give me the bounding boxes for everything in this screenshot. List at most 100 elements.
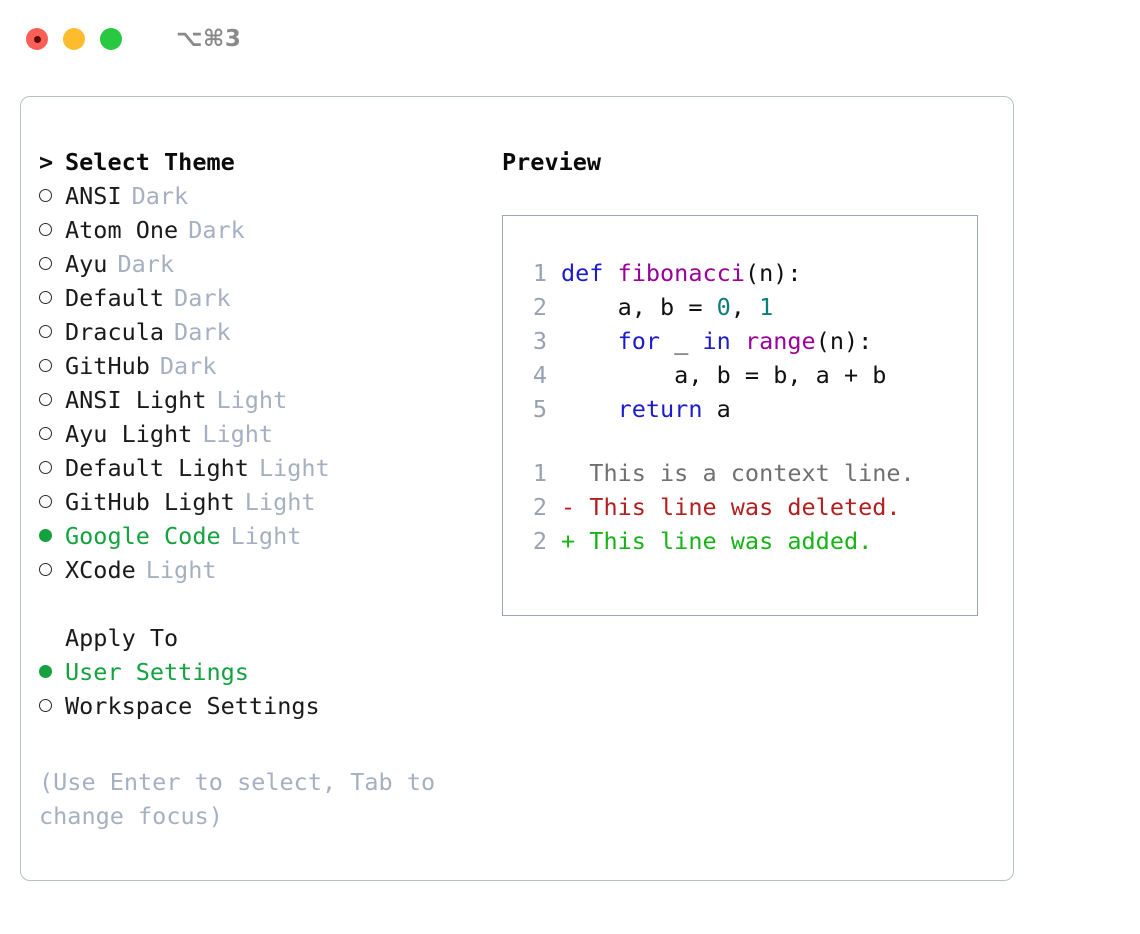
minimize-button[interactable]: [63, 28, 85, 50]
radio-unselected-icon: [39, 563, 65, 578]
radio-unselected-icon: [39, 461, 65, 476]
radio-selected-icon: [39, 665, 65, 680]
theme-variant-tag: Light: [244, 488, 316, 516]
diff-line: 2 - This line was deleted.: [517, 490, 971, 524]
code-line-text: a, b = 0, 1: [561, 290, 774, 324]
apply-to-option[interactable]: Workspace Settings: [39, 689, 479, 723]
theme-option[interactable]: GitHub Dark: [39, 349, 479, 383]
theme-option[interactable]: Default Dark: [39, 281, 479, 315]
apply-to-option[interactable]: User Settings: [39, 655, 479, 689]
code-line-text: for _ in range(n):: [561, 324, 873, 358]
diff-line-text: + This line was added.: [561, 527, 873, 555]
preview-title: Preview: [502, 148, 602, 176]
line-number: 4: [532, 361, 547, 389]
theme-variant-tag: Light: [230, 522, 302, 550]
code-line: 2 a, b = 0, 1: [517, 290, 971, 324]
radio-unselected-icon: [39, 495, 52, 508]
code-token: return: [617, 395, 703, 423]
theme-option[interactable]: Ayu Dark: [39, 247, 479, 281]
radio-unselected-icon: [39, 359, 65, 374]
radio-unselected-icon: [39, 325, 65, 340]
radio-unselected-icon: [39, 257, 52, 270]
apply-to-option-label: Workspace Settings: [65, 692, 320, 720]
radio-selected-icon: [39, 529, 52, 542]
radio-unselected-icon: [39, 699, 52, 712]
radio-unselected-icon: [39, 563, 52, 576]
title-bar: ⌥⌘3: [0, 0, 1140, 78]
radio-unselected-icon: [39, 189, 65, 204]
theme-option-label: Atom One: [65, 216, 179, 244]
theme-option-label: Default Light: [65, 454, 249, 482]
code-line: 3 for _ in range(n):: [517, 324, 971, 358]
code-token: 1: [759, 293, 774, 321]
line-number: 5: [532, 395, 547, 423]
code-token: a, b =: [561, 293, 717, 321]
theme-variant-tag: Dark: [159, 352, 217, 380]
code-token: a: [702, 395, 731, 423]
radio-unselected-icon: [39, 461, 52, 474]
select-theme-label: Select Theme: [65, 148, 235, 176]
theme-variant-tag: Dark: [131, 182, 189, 210]
theme-variant-tag: Dark: [117, 250, 175, 278]
theme-option-label: XCode: [65, 556, 136, 584]
radio-unselected-icon: [39, 699, 65, 714]
radio-unselected-icon: [39, 291, 52, 304]
close-button[interactable]: [26, 28, 48, 50]
theme-option-label: Ayu: [65, 250, 108, 278]
theme-option[interactable]: XCode Light: [39, 553, 479, 587]
line-number: 2: [532, 493, 547, 521]
theme-option-label: Google Code: [65, 522, 221, 550]
code-token: 0: [716, 293, 731, 321]
radio-unselected-icon: [39, 393, 65, 408]
theme-option-label: ANSI Light: [65, 386, 207, 414]
theme-variant-tag: Dark: [174, 284, 231, 312]
apply-to-option-label: User Settings: [65, 658, 249, 686]
theme-variant-tag: Light: [145, 556, 217, 584]
diff-sample: 1 This is a context line.2- This line wa…: [517, 456, 971, 558]
radio-unselected-icon: [39, 223, 52, 236]
code-token: [561, 395, 618, 423]
code-token: fibonacci: [617, 259, 745, 287]
code-token: def: [561, 259, 618, 287]
theme-variant-tag: Light: [258, 454, 330, 482]
code-token: in: [702, 327, 731, 355]
code-token: a, b = b, a + b: [561, 361, 887, 389]
radio-unselected-icon: [39, 325, 52, 338]
keyboard-hint-text: (Use Enter to select, Tab to change focu…: [39, 768, 436, 830]
radio-unselected-icon: [39, 223, 65, 238]
radio-unselected-icon: [39, 291, 65, 306]
theme-option[interactable]: Default Light Light: [39, 451, 479, 485]
diff-line-text: - This line was deleted.: [561, 493, 901, 521]
section-spacer: [39, 587, 479, 621]
theme-option-label: Default: [65, 284, 165, 312]
code-token: for: [617, 327, 661, 355]
code-line-text: def fibonacci(n):: [561, 256, 802, 290]
theme-option-label: GitHub: [65, 352, 150, 380]
code-token: ,: [730, 293, 760, 321]
code-token: (n):: [744, 259, 802, 287]
radio-unselected-icon: [39, 427, 65, 442]
line-number: 2: [532, 527, 547, 555]
radio-unselected-icon: [39, 359, 52, 372]
code-token: [731, 327, 745, 355]
code-line-text: return a: [561, 392, 731, 426]
theme-variant-tag: Light: [202, 420, 274, 448]
theme-option[interactable]: Google Code Light: [39, 519, 479, 553]
select-theme-heading: > Select Theme: [39, 145, 479, 179]
code-diff-separator: [517, 426, 971, 456]
maximize-button[interactable]: [100, 28, 122, 50]
keyboard-shortcut-label: ⌥⌘3: [176, 26, 242, 52]
theme-option-label: Ayu Light: [65, 420, 193, 448]
diff-line-text: This is a context line.: [561, 459, 915, 487]
theme-option[interactable]: Ayu Light Light: [39, 417, 479, 451]
